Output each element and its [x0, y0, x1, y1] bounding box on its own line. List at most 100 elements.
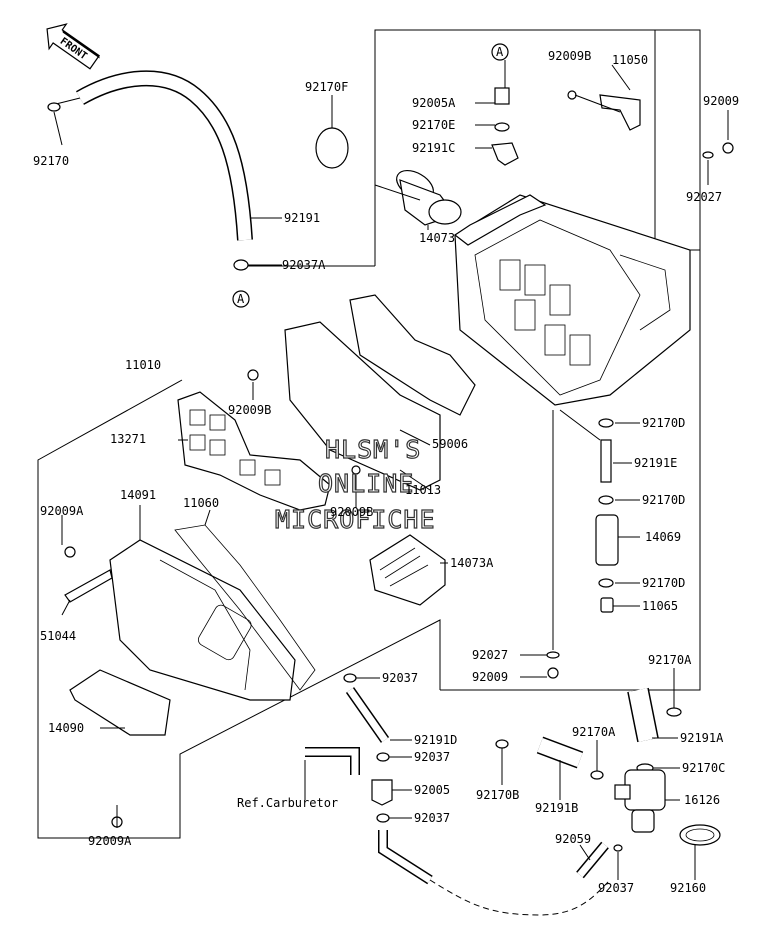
- bracket-11050: [599, 94, 641, 131]
- washer-92027-low: [546, 651, 560, 659]
- label-92170d-1: 92170D: [642, 416, 685, 430]
- label-92037-1: 92037: [382, 671, 418, 685]
- label-92170a-mid: 92170A: [572, 725, 616, 739]
- label-11013: 11013: [405, 483, 441, 497]
- hose-92191: [51, 70, 253, 241]
- clamp-92037-1: [343, 673, 357, 683]
- label-92170d-2: 92170D: [642, 493, 685, 507]
- clamp-92170d-3: [598, 578, 614, 588]
- label-92037a: 92037A: [282, 258, 326, 272]
- boot-14073a: [369, 534, 446, 606]
- label-92170f: 92170F: [305, 80, 348, 94]
- filter-14069: [595, 514, 619, 566]
- svg-text:A: A: [237, 292, 245, 306]
- marker-a-top: A: [491, 43, 509, 61]
- label-14091: 14091: [120, 488, 156, 502]
- boot-14073: [396, 169, 462, 226]
- label-14073: 14073: [419, 231, 455, 245]
- clamp-92170e: [494, 122, 510, 132]
- clamp-92170d-2: [598, 495, 614, 505]
- clamp-92037-4: [613, 844, 623, 852]
- clamp-92170f: [315, 127, 349, 169]
- label-92037-2: 92037: [414, 750, 450, 764]
- clamp-92037-3: [376, 813, 390, 823]
- label-92009-top: 92009: [703, 94, 739, 108]
- label-92160: 92160: [670, 881, 706, 895]
- screw-92009a-top: [64, 546, 76, 558]
- label-92005a: 92005A: [412, 96, 456, 110]
- label-92170b: 92170B: [476, 788, 519, 802]
- bracket-14090: [69, 669, 171, 736]
- label-92191c: 92191C: [412, 141, 455, 155]
- cap-92005a: [494, 87, 510, 105]
- label-92191: 92191: [284, 211, 320, 225]
- hose-92191e: [600, 439, 612, 483]
- label-92170d-3: 92170D: [642, 576, 685, 590]
- label-11060: 11060: [183, 496, 219, 510]
- label-14069: 14069: [645, 530, 681, 544]
- label-92027-low: 92027: [472, 648, 508, 662]
- label-92170c: 92170C: [682, 761, 725, 775]
- label-92009b-low: 92009B: [330, 505, 373, 519]
- hose-92191c: [491, 142, 519, 166]
- duct-14091: [109, 539, 296, 701]
- drain-plug-51044: [64, 569, 113, 603]
- label-11050: 11050: [612, 53, 648, 67]
- label-92037-4: 92037: [598, 881, 634, 895]
- label-11065: 11065: [642, 599, 678, 613]
- label-14073a: 14073A: [450, 556, 494, 570]
- gasket-11060: [174, 524, 316, 691]
- clamp-92170b: [495, 739, 509, 749]
- label-11010: 11010: [125, 358, 161, 372]
- front-arrow: FRONT: [46, 23, 100, 70]
- label-92191a: 92191A: [680, 731, 724, 745]
- label-92009b-mid: 92009B: [228, 403, 271, 417]
- marker-a-bottom: A: [232, 290, 250, 308]
- label-92037-3: 92037: [414, 811, 450, 825]
- label-92191b: 92191B: [535, 801, 578, 815]
- screw-92009-low: [547, 667, 559, 679]
- part-labels: 92170 92191 92037A 92170F 14073 92005A 9…: [33, 49, 739, 895]
- joint-92005: [371, 779, 393, 806]
- label-92170: 92170: [33, 154, 69, 168]
- ref-carburetor: Ref.Carburetor: [237, 796, 338, 810]
- clamp-92037-2: [376, 752, 390, 762]
- label-92170e: 92170E: [412, 118, 455, 132]
- clamp-92170a-top: [666, 707, 682, 717]
- watermark: HLSM'S ONLINE MICROFICHE: [274, 434, 436, 534]
- valve-16126: [614, 769, 666, 833]
- label-14090: 14090: [48, 721, 84, 735]
- label-92009b-top: 92009B: [548, 49, 591, 63]
- watermark-line-3: MICROFICHE: [275, 505, 436, 534]
- watermark-line-2: ONLINE: [318, 469, 414, 498]
- label-16126: 16126: [684, 793, 720, 807]
- screw-92009b-low: [351, 465, 361, 475]
- label-92191d: 92191D: [414, 733, 457, 747]
- label-92170a-top: 92170A: [648, 653, 692, 667]
- screw-92009-top: [722, 142, 734, 154]
- leader-lines: [53, 60, 729, 880]
- clamp-92170a-mid: [590, 770, 604, 780]
- label-92191e: 92191E: [634, 456, 677, 470]
- label-92009-low: 92009: [472, 670, 508, 684]
- label-92059: 92059: [555, 832, 591, 846]
- label-51044: 51044: [40, 629, 76, 643]
- svg-text:A: A: [496, 45, 504, 59]
- label-59006: 59006: [432, 437, 468, 451]
- label-92009a-low: 92009A: [88, 834, 132, 848]
- label-92005: 92005: [414, 783, 450, 797]
- cover-13271: [177, 391, 331, 511]
- air-filter-element: [284, 294, 476, 491]
- screw-92009b-top: [567, 90, 577, 100]
- air-box-housing: [453, 194, 691, 406]
- screw-92009b-mid: [247, 369, 259, 381]
- label-92027-top: 92027: [686, 190, 722, 204]
- clamp-92170d-1: [598, 418, 614, 428]
- watermark-line-1: HLSM'S: [325, 435, 421, 464]
- label-92009a-top: 92009A: [40, 504, 84, 518]
- plug-11065: [600, 597, 614, 613]
- washer-92027-top: [702, 151, 714, 159]
- clamp-92170: [47, 102, 61, 112]
- clamp-92160: [679, 824, 721, 846]
